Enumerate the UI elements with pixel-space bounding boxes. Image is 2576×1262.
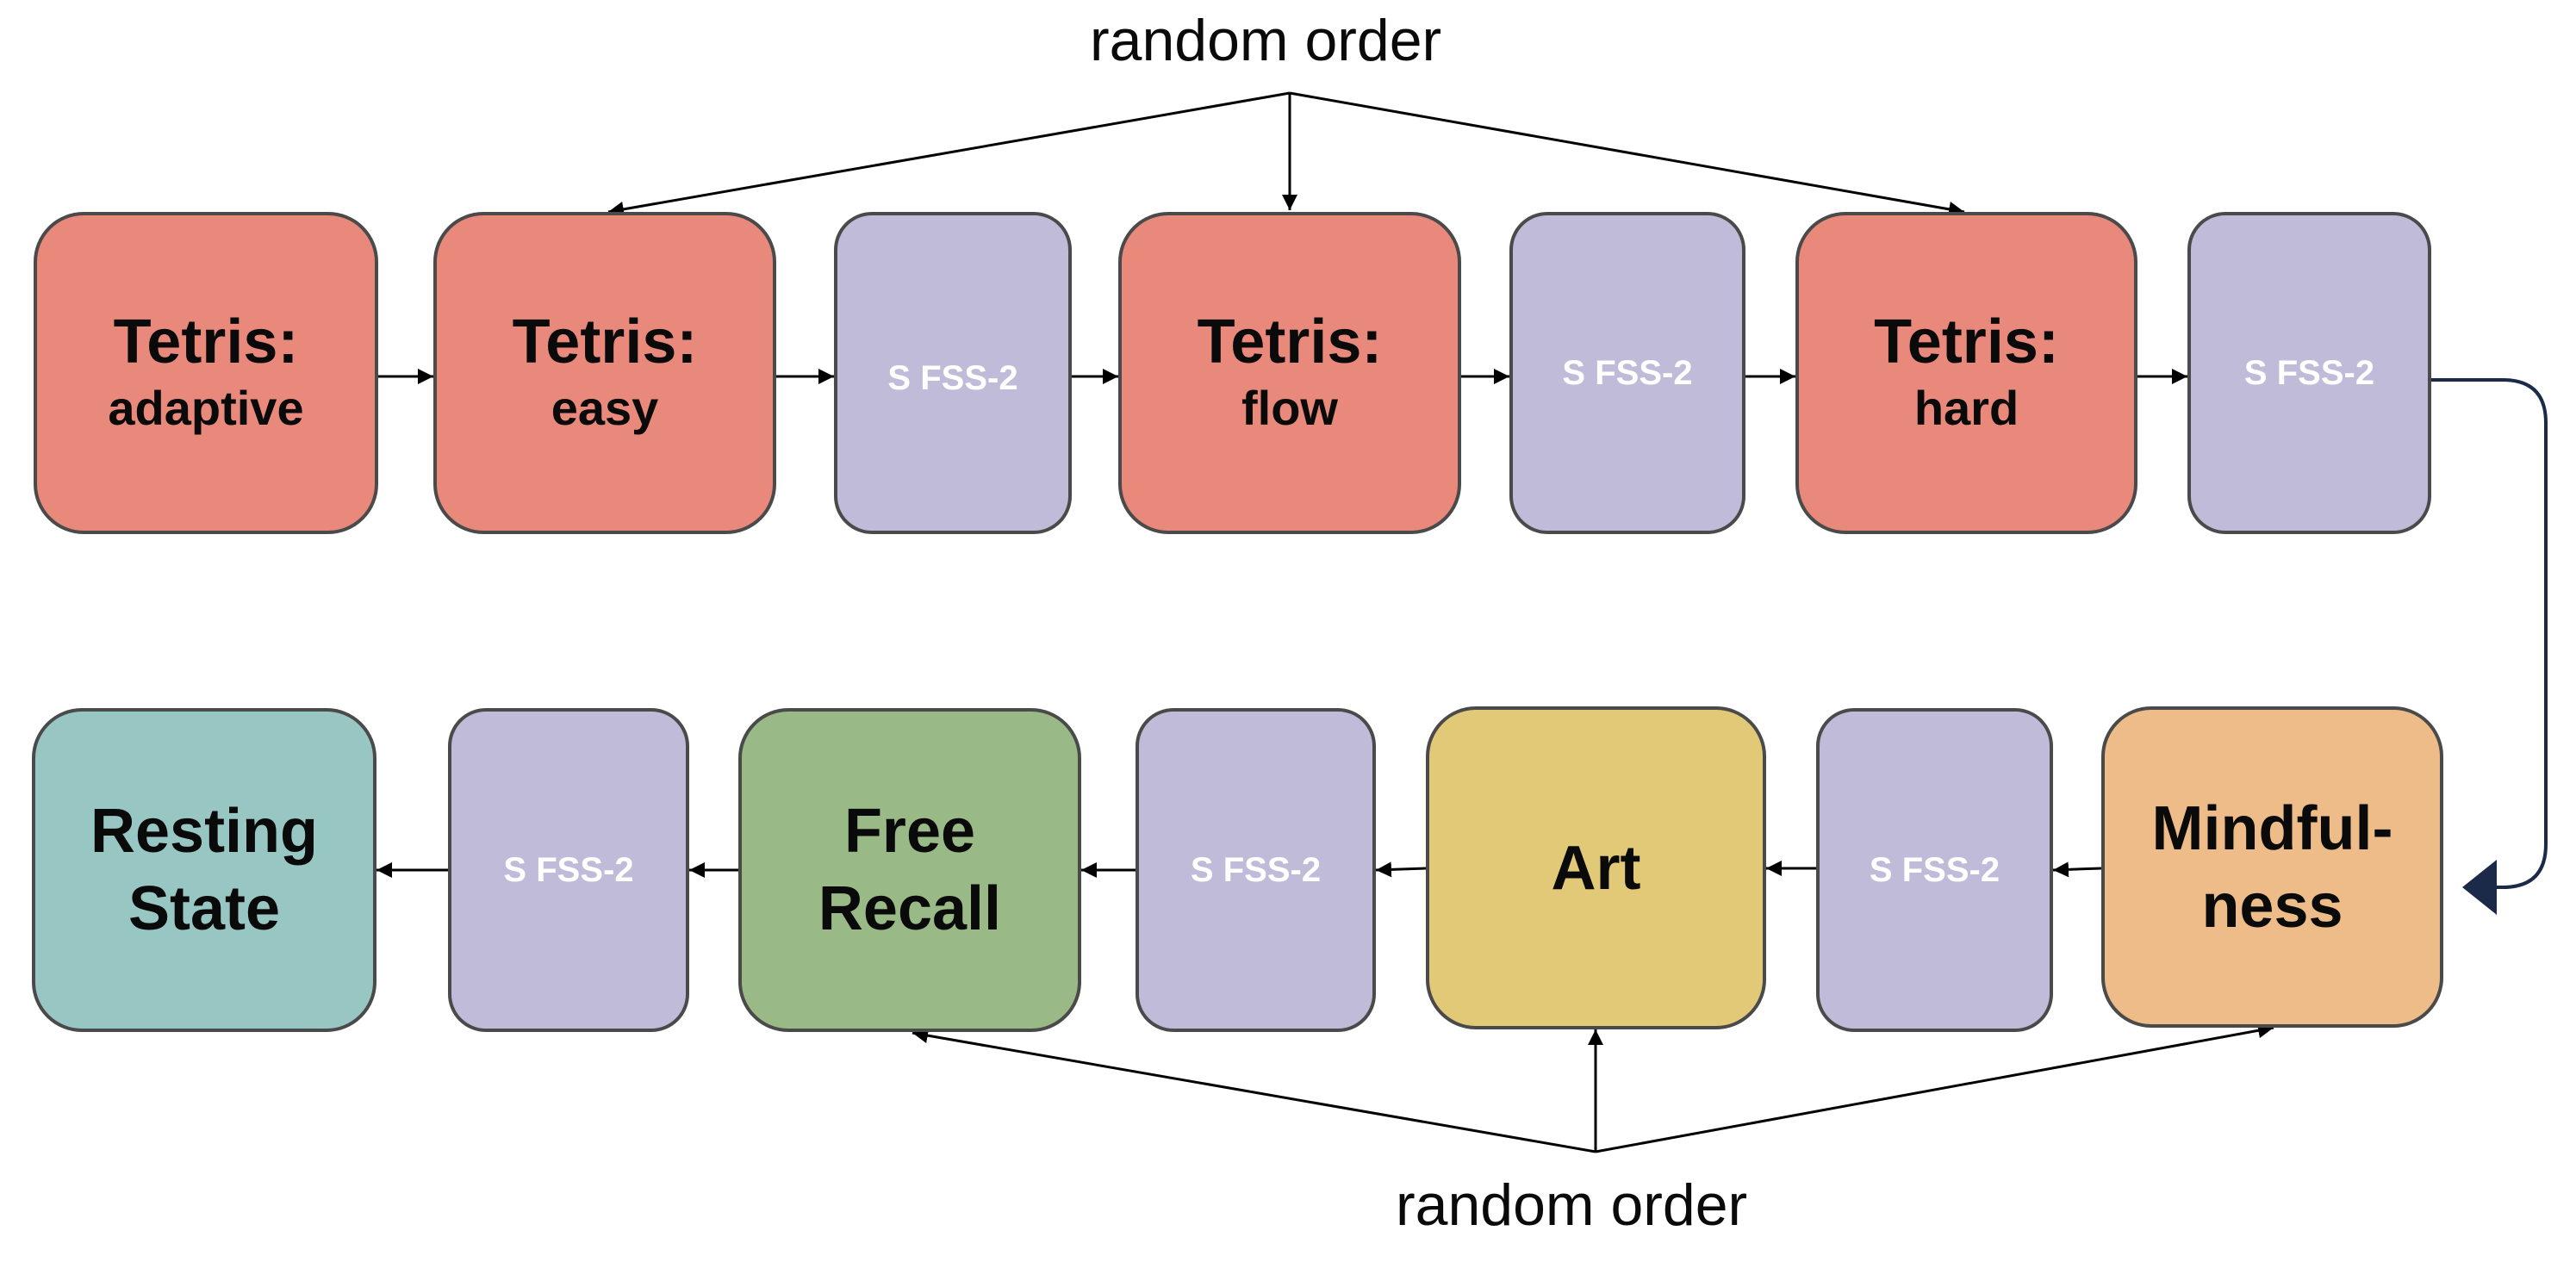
box-line2: Recall <box>818 874 1002 943</box>
box-title: Tetris: <box>1874 308 2059 376</box>
box-line1: Resting <box>90 797 319 866</box>
box-title: Tetris: <box>1197 308 1383 376</box>
sfss-label: S FSS-2 <box>2243 353 2375 392</box>
tetris-flow-box: Tetris: flow <box>1118 212 1461 534</box>
sfss-label: S FSS-2 <box>887 358 1018 397</box>
arrow-mindfulness-sfss <box>2052 861 2102 878</box>
row2-sequence-arrows <box>376 861 2102 878</box>
sfss-label: S FSS-2 <box>503 850 634 889</box>
tetris-adaptive-box: Tetris: adaptive <box>34 212 378 534</box>
arrow-art-sfss <box>1375 861 1427 878</box>
box-line1: Free <box>843 797 976 866</box>
sfss-box-2: S FSS-2 <box>1509 212 1745 534</box>
tetris-easy-box: Tetris: easy <box>433 212 776 534</box>
box-line2: State <box>128 874 281 943</box>
arrow-to-tetris-easy <box>607 91 1291 217</box>
sfss-label: S FSS-2 <box>1869 850 2000 889</box>
sfss-box-5: S FSS-2 <box>1136 708 1376 1032</box>
top-random-order-label: random order <box>1090 8 1442 73</box>
box-label: Art <box>1551 833 1641 903</box>
box-line2: ness <box>2201 871 2343 941</box>
sfss-label: S FSS-2 <box>1562 353 1693 392</box>
box-title: Tetris: <box>113 308 299 376</box>
wrap-arrowhead <box>2462 860 2497 915</box>
arrow-to-free-recall <box>912 1028 1596 1153</box>
art-box: Art <box>1426 706 1766 1029</box>
arrow-to-tetris-hard <box>1289 91 1965 217</box>
sfss-box-6: S FSS-2 <box>1816 708 2053 1032</box>
arrow-to-mindfulness <box>1595 1023 2274 1153</box>
box-subtitle: hard <box>1913 381 2019 435</box>
bottom-random-order-label: random order <box>1396 1172 1748 1238</box>
resting-state-box: Resting State <box>32 708 376 1032</box>
box-line1: Mindful- <box>2151 793 2393 863</box>
box-title: Tetris: <box>512 308 698 376</box>
box-subtitle: adaptive <box>108 381 304 435</box>
top-random-order-arrows <box>607 91 1965 217</box>
tetris-hard-box: Tetris: hard <box>1795 212 2137 534</box>
box-subtitle: flow <box>1241 381 1338 435</box>
free-recall-box: Free Recall <box>738 708 1081 1032</box>
box-subtitle: easy <box>551 381 659 435</box>
wrap-connector <box>2431 378 2548 915</box>
sfss-box-3: S FSS-2 <box>2187 212 2431 534</box>
mindfulness-box: Mindful- ness <box>2101 706 2443 1028</box>
sfss-label: S FSS-2 <box>1190 850 1322 889</box>
sfss-box-4: S FSS-2 <box>448 708 689 1032</box>
bottom-random-order-arrows <box>912 1023 2274 1153</box>
sfss-box-1: S FSS-2 <box>834 212 1072 534</box>
